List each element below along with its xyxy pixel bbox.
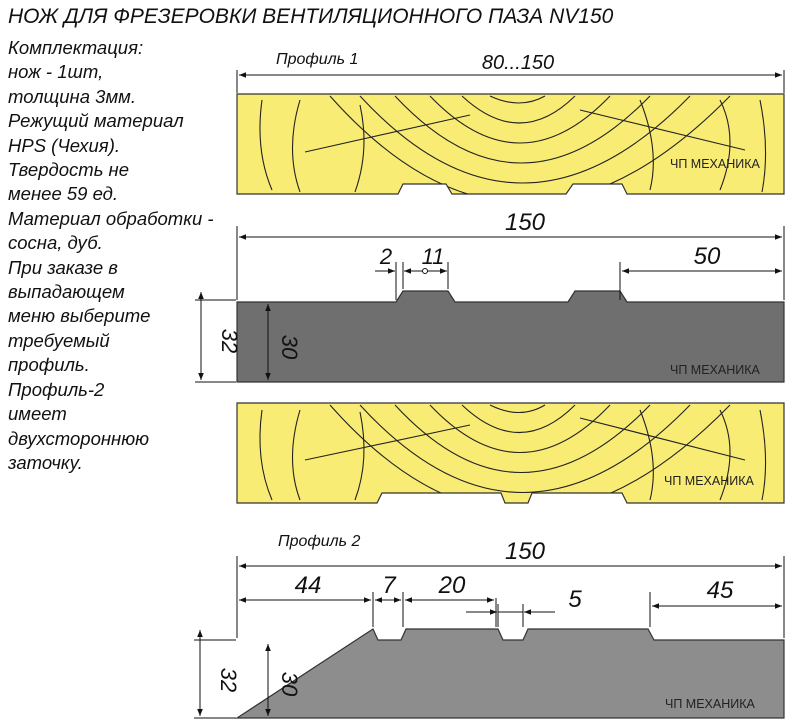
dim-overall-width: 150 (505, 209, 546, 236)
dim-edge: 50 (694, 243, 721, 270)
blade-profile-1: ЧП МЕХАНИКА (236, 290, 785, 383)
description-line: имеет (8, 403, 67, 425)
description-line: Режущий материал (8, 110, 184, 132)
dim-ridge: 7 (382, 572, 397, 599)
description-line: требуемый (8, 329, 110, 351)
profile-1-label: Профиль 1 (276, 51, 358, 68)
description-line: меню выберите (8, 305, 151, 327)
dim-overall-width: 150 (505, 538, 546, 565)
description-line: нож - 1шт, (8, 61, 104, 83)
blade-shape (234, 628, 785, 719)
wood-board-profile-1: ЧП МЕХАНИКА (236, 93, 785, 195)
wood-board-profile-2: ЧП МЕХАНИКА (236, 402, 785, 504)
dim-right: 45 (707, 577, 734, 604)
description-line: HPS (Чехия). (8, 134, 120, 156)
dim-width-range: 80...150 (482, 52, 554, 74)
description-line: выпадающем (8, 281, 125, 303)
page-title: НОЖ ДЛЯ ФРЕЗЕРОВКИ ВЕНТИЛЯЦИОННОГО ПАЗА … (8, 5, 614, 28)
description-line: толщина 3мм. (8, 85, 136, 107)
dim-height-total: 32 (216, 668, 241, 692)
wood-board-shape (236, 402, 785, 504)
description-line: При заказе в (8, 256, 118, 278)
description-line: Профиль-2 (8, 378, 105, 400)
description-line: Комплектация: (8, 37, 144, 58)
dim-height-body: 30 (277, 335, 302, 360)
watermark: ЧП МЕХАНИКА (670, 363, 761, 377)
dim-gap: 2 (379, 244, 392, 269)
description-line: Твердость не (8, 159, 130, 181)
description-line: сосна, дуб. (8, 232, 103, 254)
watermark: ЧП МЕХАНИКА (664, 474, 755, 488)
dim-height-body: 30 (277, 672, 302, 697)
description-line: профиль. (8, 354, 90, 376)
dim-height-total: 32 (217, 329, 242, 353)
dim-ridge: 11 (422, 244, 445, 269)
description-text: Комплектация: нож - 1шт, толщина 3мм. Ре… (8, 36, 233, 475)
blade-shape (236, 290, 785, 383)
description-line: менее 59 ед. (8, 183, 119, 205)
watermark: ЧП МЕХАНИКА (670, 157, 761, 171)
description-line: Материал обработки - (8, 207, 214, 229)
watermark: ЧП МЕХАНИКА (665, 697, 756, 711)
wood-grain (259, 95, 767, 194)
dim-mid: 20 (438, 572, 466, 599)
profile-2-label: Профиль 2 (278, 533, 361, 550)
wood-board-shape (236, 93, 785, 195)
dim-small: 5 (568, 586, 582, 613)
description-line: двухстороннюю (8, 427, 150, 449)
wood-grain (259, 404, 767, 503)
description-line: заточку. (8, 451, 83, 473)
dim-left: 44 (295, 572, 322, 599)
blade-profile-2: ЧП МЕХАНИКА (234, 628, 785, 719)
